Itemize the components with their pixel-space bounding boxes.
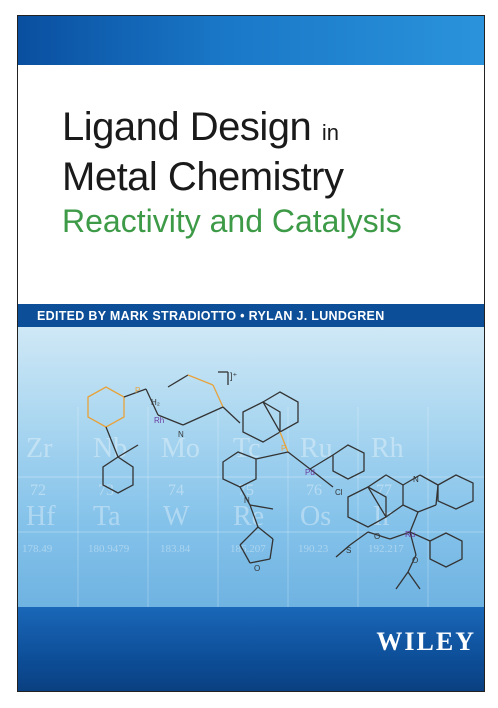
editor-bar: EDITED BY MARK STRADIOTTO • RYLAN J. LUN… [18, 304, 484, 327]
pt-sym-hf: Hf [26, 501, 56, 532]
title-block: Ligand Design in Metal Chemistry Reactiv… [62, 105, 482, 241]
pt-sym-ta: Ta [93, 501, 121, 532]
mol1-charge-label: ]⁺ [230, 371, 238, 381]
molecule-1 [87, 371, 241, 494]
pt-sym-ru: Ru [300, 433, 333, 464]
pt-num-76: 76 [306, 482, 322, 499]
cover-bottom-band [18, 607, 484, 691]
pt-mass-w: 183.84 [160, 543, 191, 555]
pt-sym-rh: Rh [371, 433, 404, 464]
title-in: in [321, 120, 339, 145]
pt-num-72: 72 [30, 482, 46, 499]
mol3-o2-label: O [412, 556, 418, 565]
mol3-s-label: S [346, 546, 351, 555]
pt-mass-hf: 178.49 [22, 543, 53, 555]
molecule-2 [222, 391, 365, 564]
mol2-cl-label: Cl [335, 488, 343, 497]
pt-mass-os: 190.23 [298, 543, 329, 555]
cover-artwork: Zr Nb Mo Tc Ru Rh 72 73 74 75 76 77 Hf T… [18, 327, 484, 607]
mol1-n-label: N [178, 430, 184, 439]
mol2-o-label: O [254, 564, 260, 573]
pt-num-74: 74 [168, 482, 184, 499]
mol1-h2-label: H₂ [151, 398, 160, 407]
title-line-1: Ligand Design in [62, 105, 482, 155]
cover-top-bar [18, 16, 484, 65]
title-main: Ligand Design [62, 105, 312, 149]
pt-sym-zr: Zr [26, 433, 53, 464]
pt-sym-w: W [163, 501, 190, 532]
molecule-illustration: Zr Nb Mo Tc Ru Rh 72 73 74 75 76 77 Hf T… [18, 371, 484, 607]
subtitle: Reactivity and Catalysis [62, 203, 402, 239]
pt-mass-ta: 180.9479 [88, 543, 130, 555]
pt-num-77: 77 [376, 482, 392, 499]
pt-mass-ir: 192.217 [368, 543, 404, 555]
pt-mass-re: 186.207 [230, 543, 266, 555]
pt-num-73: 73 [98, 482, 114, 499]
pt-sym-mo: Mo [161, 433, 200, 464]
mol2-p-label: P [281, 444, 286, 453]
mol2-pd-label: Pd [305, 468, 315, 477]
book-cover[interactable]: Ligand Design in Metal Chemistry Reactiv… [17, 15, 485, 692]
mol3-ru-label: Ru [405, 530, 415, 539]
editors-line: EDITED BY MARK STRADIOTTO • RYLAN J. LUN… [37, 308, 385, 323]
title-line-2: Metal Chemistry [62, 155, 344, 199]
pt-sym-ir: Ir [373, 501, 392, 532]
mol1-rh-label: Rh [154, 416, 164, 425]
pt-sym-os: Os [300, 501, 331, 532]
mol2-n-label: N [244, 496, 250, 505]
mol3-n-label: N [413, 475, 419, 484]
molecule-3 [335, 474, 474, 590]
mol3-o1-label: O [374, 532, 380, 541]
publisher-logo: WILEY [376, 627, 476, 656]
mol1-p-label: P [135, 386, 140, 395]
